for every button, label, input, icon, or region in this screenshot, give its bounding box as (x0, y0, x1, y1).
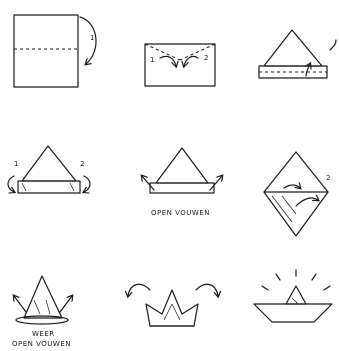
paper-triangle (264, 30, 322, 66)
fold-arrow (296, 198, 318, 206)
step-marker: 1 (14, 160, 18, 168)
paper-triangle (156, 148, 208, 183)
sparkle-mark (312, 274, 316, 280)
paper-crown (146, 290, 198, 326)
paper-band (150, 183, 214, 193)
step-marker: 2 (80, 160, 84, 168)
paper-triangle (22, 146, 76, 181)
fold-arrow (184, 56, 198, 66)
fold-arrow (160, 56, 176, 66)
fold-arrow (284, 185, 300, 188)
step-marker: 2 (204, 54, 208, 62)
fold-arrow (8, 176, 14, 192)
sparkle-mark (276, 274, 280, 280)
step-6: 2 (264, 152, 330, 236)
paper-band (18, 181, 80, 193)
paper-sheet (145, 44, 215, 86)
pull-arrow (196, 284, 218, 296)
open-arrow (14, 296, 26, 312)
sparkle-mark (324, 286, 330, 290)
paper-sheet (14, 15, 78, 87)
fold-arrow (330, 40, 336, 50)
step-3 (259, 30, 336, 78)
fold-arrow (84, 176, 90, 192)
step-9 (254, 270, 332, 322)
paper-diamond (264, 152, 328, 236)
boat-hull (254, 304, 332, 322)
step-2: 1 2 (145, 44, 215, 86)
paper-triangle (24, 276, 62, 318)
step-caption: OPEN VOUWEN (151, 209, 210, 217)
pull-arrow (128, 284, 150, 296)
sparkle-mark (262, 286, 268, 290)
open-arrow (60, 296, 72, 312)
step-marker: 1 (150, 56, 154, 64)
step-caption-line2: OPEN VOUWEN (12, 340, 71, 348)
step-7: WEER OPEN VOUWEN (12, 276, 72, 348)
paper-band (259, 66, 327, 78)
step-1: 1 (14, 15, 96, 87)
step-marker: 2 (326, 174, 330, 182)
step-4: 1 2 (8, 146, 90, 193)
step-8 (128, 284, 218, 326)
paper-base (16, 316, 68, 324)
boat-sail (286, 286, 306, 304)
step-caption-line1: WEER (32, 330, 55, 338)
step-5: OPEN VOUWEN (142, 148, 222, 217)
step-marker: 1 (90, 34, 94, 42)
